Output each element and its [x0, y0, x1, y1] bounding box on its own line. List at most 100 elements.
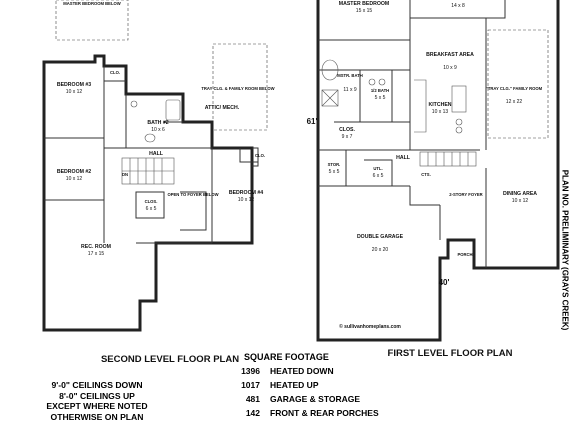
bedroom2-label: BEDROOM #2: [57, 169, 91, 175]
plan-number-label: PLAN NO. PRELIMINARY (GRAYS CREEK): [560, 169, 570, 331]
porch-label: PORCH: [457, 252, 472, 257]
hall-label: HALL: [396, 155, 411, 161]
rec-room-size: 17 x 15: [88, 251, 105, 257]
sqft-label: HEATED DOWN: [270, 366, 334, 376]
cts-label: CTS.: [421, 172, 431, 177]
wall: [252, 147, 259, 167]
master-bedroom-below-label: MASTER BEDROOM BELOW: [63, 1, 121, 6]
sqft-label: GARAGE & STORAGE: [270, 394, 361, 404]
wall: [135, 191, 165, 219]
tray-ceiling-outline: [487, 29, 549, 139]
mstr-bath-label: MSTR. BATH: [337, 73, 363, 78]
bedroom4-size: 10 x 12: [238, 197, 255, 203]
half-bath-label: 1/2 BATH: [371, 88, 389, 93]
bath2-label: BATH #2: [147, 120, 168, 126]
bedroom2-size: 10 x 12: [66, 176, 83, 182]
hall-label: HALL: [149, 151, 164, 157]
kitchen-island: [451, 85, 467, 113]
sqft-row: 142 FRONT & REAR PORCHES: [236, 408, 379, 418]
sqft-label: FRONT & REAR PORCHES: [270, 408, 379, 418]
clos-label: CLOS.: [339, 127, 355, 133]
breakfast-label: BREAKFAST AREA: [426, 52, 474, 58]
clos-label: CLOS.: [145, 199, 158, 204]
wall: [239, 148, 258, 163]
first-level-title: FIRST LEVEL FLOOR PLAN: [388, 348, 513, 359]
note-line: 9'-0" CEILINGS DOWN: [51, 380, 143, 390]
drawing-element: [321, 89, 339, 107]
utl-size: 6 x 5: [373, 173, 384, 179]
top-room-size: 14 x 8: [451, 3, 465, 9]
kitchen-label: KITCHEN: [428, 102, 451, 108]
wall: [364, 159, 393, 186]
sqft-row: 1017 HEATED UP: [236, 380, 319, 390]
breakfast-size: 10 x 9: [443, 65, 457, 71]
copyright-text: © sullivanhomeplans.com: [339, 323, 401, 330]
depth-dimension: 61': [307, 117, 318, 126]
wall: [409, 186, 440, 206]
second-level-exterior-wall: [42, 54, 254, 332]
wall: [180, 191, 207, 231]
open-to-foyer-label: OPEN TO FOYER BELOW: [167, 192, 218, 197]
square-footage-heading: SQUARE FOOTAGE: [244, 352, 329, 362]
mstr-bath-size: 11 x 9: [343, 87, 356, 93]
tray-ceiling-below-label: TRAY CLG. & FAMILY ROOM BELOW: [201, 86, 274, 91]
dn-label: DN: [122, 172, 128, 177]
clo2-label: CLO.: [255, 153, 265, 158]
second-level-title: SECOND LEVEL FLOOR PLAN: [101, 354, 239, 365]
sink: [368, 78, 376, 86]
shower: [321, 89, 339, 107]
bathtub: [165, 99, 181, 121]
family-room-label: "TRAY CLG." FAMILY ROOM: [486, 86, 543, 91]
first-level-stairs: [419, 151, 477, 167]
bath2-size: 10 x 6: [151, 127, 165, 133]
dining-size: 10 x 12: [512, 198, 529, 204]
stool: [455, 118, 463, 126]
attic-label: ATTIC/ MECH.: [205, 105, 240, 111]
half-bath-size: 5 x 5: [375, 95, 386, 101]
master-bedroom-size: 15 x 15: [356, 8, 373, 14]
kitchen-counter: [414, 79, 427, 133]
note-line: OTHERWISE ON PLAN: [50, 411, 144, 422]
clo-label: CLO.: [110, 70, 120, 75]
first-level-exterior-wall: [316, 0, 560, 342]
second-level-stairs: [121, 157, 175, 185]
sqft-value: 142: [245, 408, 260, 418]
clos-size: 6 x 5: [146, 206, 157, 212]
width-dimension: 40': [439, 278, 450, 287]
family-room-size: 12 x 22: [506, 99, 523, 105]
master-bedroom-label: MASTER BEDROOM: [339, 1, 389, 7]
sink: [378, 78, 386, 86]
bedroom3-size: 10 x 12: [66, 89, 83, 95]
sqft-value: 1396: [241, 366, 260, 376]
rec-room-label: REC. ROOM: [81, 244, 111, 250]
sqft-value: 1017: [241, 380, 260, 390]
master-tub: [321, 59, 339, 81]
wall: [409, 0, 506, 19]
garage-size: 20 x 20: [372, 247, 389, 253]
note-line: EXCEPT WHERE NOTED: [46, 401, 148, 412]
foyer-label: 2-STORY FOYER: [449, 192, 482, 197]
toilet: [130, 100, 138, 108]
second-level-plan: MASTER BEDROOM BELOW TRAY CLG. & FAMILY …: [42, 0, 275, 365]
garage-label: DOUBLE GARAGE: [357, 234, 404, 240]
kitchen-size: 10 x 13: [432, 109, 449, 115]
bedroom4-label: BEDROOM #4: [229, 190, 263, 196]
clos-size: 9 x 7: [342, 134, 353, 140]
ceiling-notes: 9'-0" CEILINGS DOWN 8'-0" CEILINGS UP EX…: [22, 380, 172, 422]
stool: [455, 126, 463, 134]
stor-label: STOR.: [328, 162, 341, 167]
stor-size: 5 x 5: [329, 169, 340, 175]
utl-label: UTL.: [373, 166, 382, 171]
sqft-row: 1396 HEATED DOWN: [236, 366, 334, 376]
note-line: 8'-0" CEILINGS UP: [59, 390, 135, 401]
sqft-label: HEATED UP: [270, 380, 319, 390]
sink: [144, 133, 156, 143]
sqft-row: 481 GARAGE & STORAGE: [236, 394, 360, 404]
master-bedroom-below-outline: [55, 0, 129, 41]
bedroom3-label: BEDROOM #3: [57, 82, 91, 88]
dining-label: DINING AREA: [503, 191, 537, 197]
tray-ceiling-below-outline: [212, 43, 268, 131]
first-level-plan: MASTER BEDROOM 15 x 15 14 x 8 BREAKFAST …: [307, 0, 560, 359]
sqft-value: 481: [245, 394, 260, 404]
